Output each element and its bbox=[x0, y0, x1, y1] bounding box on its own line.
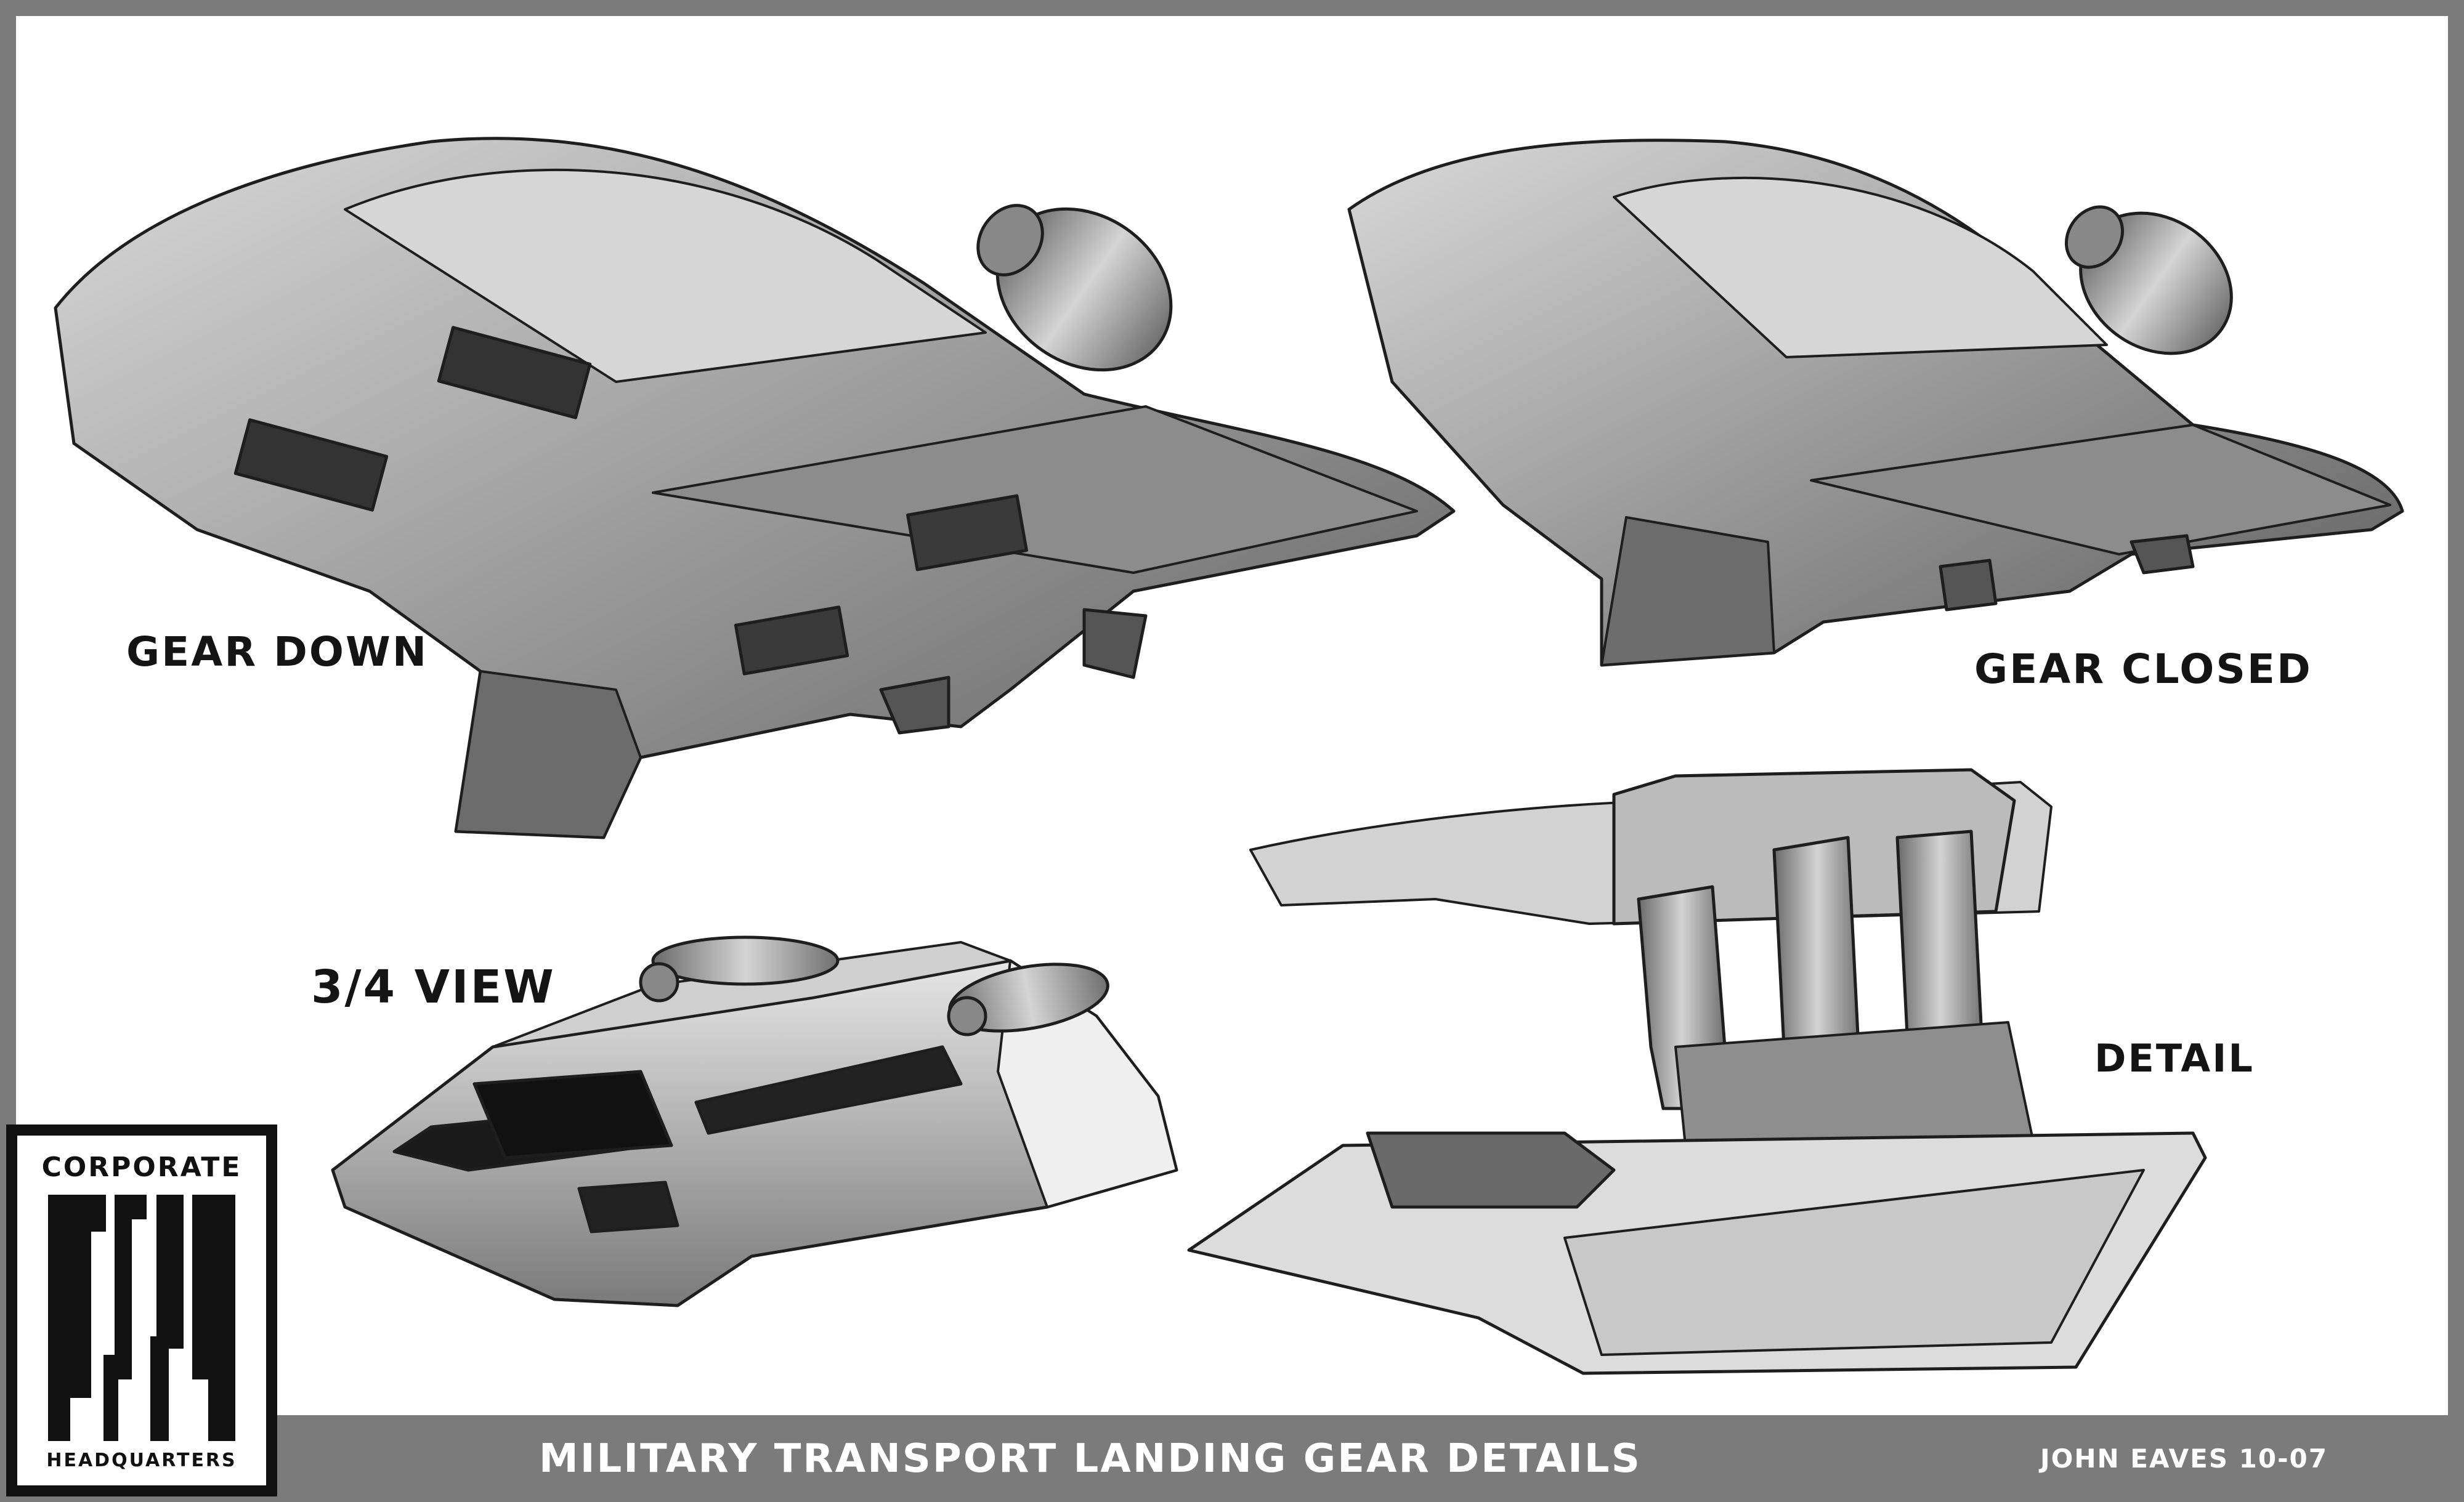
corporate-headquarters-logo: CORPORATE HEADQUARTERS bbox=[6, 1124, 277, 1496]
label-gear-down: GEAR DOWN bbox=[126, 628, 429, 676]
ship-gear-closed bbox=[1347, 139, 2404, 667]
logo-top-text: CORPORATE bbox=[41, 1152, 242, 1183]
logo-bottom-text: HEADQUARTERS bbox=[46, 1450, 237, 1471]
footer-credit: JOHN EAVES 10-07 bbox=[2040, 1443, 2328, 1474]
footer-title: MILITARY TRANSPORT LANDING GEAR DETAILS bbox=[539, 1436, 1642, 1482]
label-detail: DETAIL bbox=[2094, 1036, 2255, 1081]
label-gear-closed: GEAR CLOSED bbox=[1974, 645, 2312, 693]
landing-gear-detail bbox=[1187, 768, 2207, 1375]
label-three-quarter-view: 3/4 VIEW bbox=[311, 961, 556, 1014]
logo-mark-icon bbox=[48, 1195, 235, 1441]
ship-gear-down bbox=[54, 137, 1456, 839]
logo-panel: CORPORATE HEADQUARTERS bbox=[17, 1136, 266, 1485]
ship-three-quarter-view bbox=[331, 935, 1178, 1307]
